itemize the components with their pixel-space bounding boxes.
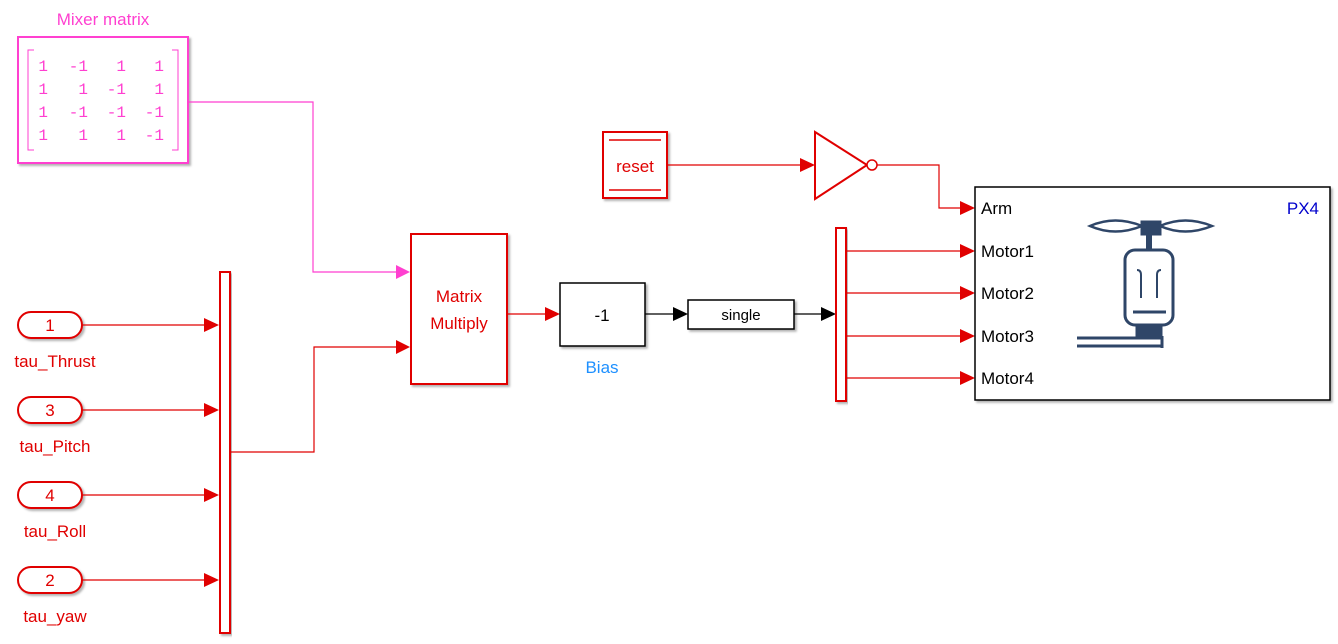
px4-input-arrow bbox=[960, 201, 975, 215]
matrix-cell: -1 bbox=[107, 104, 126, 122]
demux-input-arrow bbox=[821, 307, 836, 321]
px4-port-motor1: Motor1 bbox=[981, 242, 1034, 261]
matrix-multiply-line1: Matrix bbox=[436, 287, 483, 306]
inport-number: 2 bbox=[45, 571, 54, 590]
inport-tau_Pitch[interactable]: 3 bbox=[17, 396, 83, 424]
inport-label: tau_Pitch bbox=[20, 437, 91, 456]
not-input-arrow bbox=[800, 158, 815, 172]
reset-label: reset bbox=[616, 157, 654, 176]
matrix-cell: -1 bbox=[69, 58, 88, 76]
inport-tau_Roll[interactable]: 4 bbox=[17, 481, 83, 509]
output-demux[interactable] bbox=[835, 227, 847, 402]
matrix-cell: -1 bbox=[69, 104, 88, 122]
matrix-cell: 1 bbox=[38, 127, 48, 145]
convert-input-arrow bbox=[673, 307, 688, 321]
matrix-cell: 1 bbox=[38, 81, 48, 99]
mixer-matrix-block[interactable]: 1 -1 1 1 1 1 -1 1 1 -1 -1 -1 1 1 1 -1 bbox=[17, 36, 189, 164]
matrix-cell: 1 bbox=[78, 127, 88, 145]
px4-port-arm: Arm bbox=[981, 199, 1012, 218]
mixer-title: Mixer matrix bbox=[57, 10, 150, 29]
inport-label: tau_Thrust bbox=[14, 352, 96, 371]
matrix-multiply-line2: Multiply bbox=[430, 314, 488, 333]
mixer-arrow bbox=[396, 265, 410, 279]
matrix-cell: 1 bbox=[154, 81, 164, 99]
matrix-cell: -1 bbox=[107, 81, 126, 99]
inport-label: tau_Roll bbox=[24, 522, 86, 541]
matrix-cell: 1 bbox=[116, 58, 126, 76]
inport-number: 3 bbox=[45, 401, 54, 420]
mux-signal-line bbox=[230, 346, 398, 453]
mixer-signal-line bbox=[188, 101, 398, 273]
bias-value: -1 bbox=[594, 306, 609, 325]
matrix-cell: 1 bbox=[154, 58, 164, 76]
convert-label: single bbox=[721, 307, 760, 324]
px4-port-motor3: Motor3 bbox=[981, 327, 1034, 346]
motor-propeller-icon bbox=[1077, 219, 1216, 348]
arm-signal-line bbox=[877, 164, 962, 209]
px4-input-arrow bbox=[960, 244, 975, 258]
px4-port-motor2: Motor2 bbox=[981, 284, 1034, 303]
matrix-cell: 1 bbox=[116, 127, 126, 145]
matrix-cell: 1 bbox=[38, 104, 48, 122]
mux-input-arrow bbox=[204, 573, 219, 587]
px4-input-arrow bbox=[960, 286, 975, 300]
bias-block[interactable]: -1 bbox=[559, 282, 646, 347]
inport-number: 4 bbox=[45, 486, 54, 505]
input-mux[interactable] bbox=[219, 271, 231, 634]
data-type-conversion-block[interactable]: single bbox=[687, 299, 795, 330]
inport-tau_Thrust[interactable]: 1 bbox=[17, 311, 83, 339]
matrix-multiply-block[interactable]: Matrix Multiply bbox=[410, 233, 508, 385]
bias-input-arrow bbox=[545, 307, 560, 321]
reset-block[interactable]: reset bbox=[602, 131, 668, 199]
inport-number: 1 bbox=[45, 316, 54, 335]
bias-label: Bias bbox=[585, 358, 618, 377]
logical-not-block[interactable] bbox=[814, 130, 878, 201]
mux-input-arrow bbox=[204, 403, 219, 417]
matrix-cell: -1 bbox=[145, 104, 164, 122]
mux-input-arrow bbox=[204, 488, 219, 502]
px4-port-motor4: Motor4 bbox=[981, 369, 1034, 388]
matrix-cell: -1 bbox=[145, 127, 164, 145]
px4-input-arrow bbox=[960, 371, 975, 385]
px4-input-arrow bbox=[960, 329, 975, 343]
mux-input-arrow bbox=[204, 318, 219, 332]
px4-title: PX4 bbox=[1287, 199, 1319, 218]
inport-tau_yaw[interactable]: 2 bbox=[17, 566, 83, 594]
matrix-cell: 1 bbox=[38, 58, 48, 76]
inport-label: tau_yaw bbox=[23, 607, 87, 626]
matrix-cell: 1 bbox=[78, 81, 88, 99]
mux-arrow bbox=[396, 340, 410, 354]
